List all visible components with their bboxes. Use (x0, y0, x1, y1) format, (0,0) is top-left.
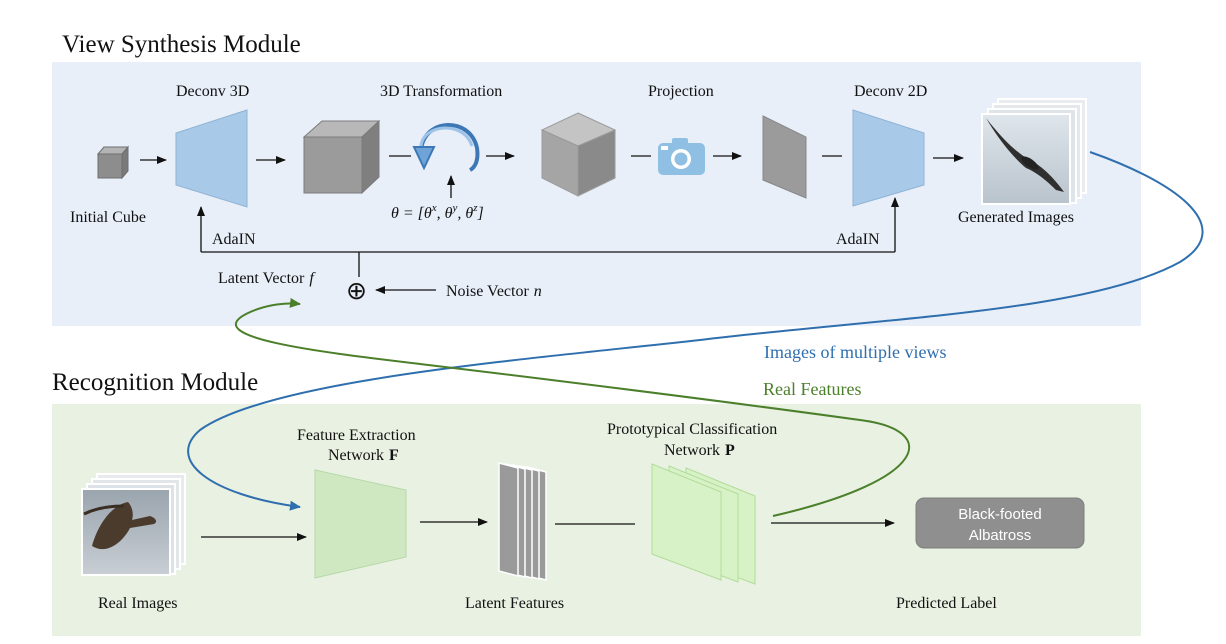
prototypical-label-line1: Prototypical Classification (607, 421, 777, 438)
theta-formula: θ = [θx, θy, θz] (391, 202, 484, 222)
deconv2d-label: Deconv 2D (854, 83, 927, 100)
theta-comma-2: , θ (457, 205, 473, 222)
real-images-stack (81, 473, 186, 576)
feature-extraction-block (314, 469, 407, 579)
oplus-symbol: ⊕ (346, 276, 367, 305)
predicted-label-caption: Predicted Label (896, 595, 997, 612)
theta-y: y (452, 202, 458, 214)
latent-vector-symbol: f (309, 270, 316, 287)
noise-vector-label: Noise Vector n (446, 283, 542, 300)
deconv3d-block (175, 109, 248, 208)
camera-icon (658, 138, 705, 175)
generated-bird-icon (986, 118, 1064, 192)
theta-z: z (472, 202, 478, 214)
multiple-views-curve (187, 151, 1204, 511)
noise-vector-symbol: n (534, 283, 542, 300)
recognition-title: Recognition Module (52, 369, 258, 396)
predicted-label-pill: Black-footed Albatross (915, 497, 1085, 549)
real-bird-icon (92, 502, 157, 550)
feature-extraction-label-line1: Feature Extraction (297, 427, 416, 444)
initial-cube-icon (96, 145, 130, 180)
transformed-cube-icon (540, 112, 617, 197)
prototypical-symbol: P (725, 442, 735, 459)
latent-vector-text: Latent Vector (218, 270, 305, 287)
rotation-icon (412, 123, 480, 172)
multiple-views-label: Images of multiple views (764, 342, 946, 362)
real-features-label: Real Features (763, 379, 861, 399)
feature-extraction-label-line2: Network F (328, 447, 399, 464)
theta-comma-1: , θ (437, 205, 453, 222)
predicted-label-line1: Black-footed (958, 506, 1041, 523)
noise-vector-text: Noise Vector (446, 283, 529, 300)
feature-extraction-symbol: F (389, 447, 399, 464)
transform3d-label: 3D Transformation (380, 83, 502, 100)
theta-prefix: θ = [θ (391, 205, 432, 222)
generated-images-label: Generated Images (958, 209, 1074, 226)
predicted-label-line2: Albatross (969, 527, 1032, 544)
prototypical-network-word: Network (664, 442, 720, 459)
view-synthesis-title: View Synthesis Module (62, 31, 301, 58)
feature-extraction-network-word: Network (328, 447, 384, 464)
feature-cube-icon (302, 119, 381, 195)
theta-suffix: ] (477, 205, 484, 222)
adain-right-label: AdaIN (836, 231, 880, 248)
adain-left-label: AdaIN (212, 231, 256, 248)
deconv2d-block (852, 109, 925, 207)
latent-features-stack (498, 462, 547, 581)
latent-features-label: Latent Features (465, 595, 564, 612)
projection-plane (762, 115, 807, 199)
prototypical-block-stack (651, 463, 756, 585)
generated-images-stack (981, 98, 1087, 205)
projection-label: Projection (648, 83, 714, 100)
prototypical-label-line2: Network P (664, 442, 735, 459)
real-images-label: Real Images (98, 595, 178, 612)
initial-cube-label: Initial Cube (70, 209, 146, 226)
theta-x: x (431, 202, 437, 214)
deconv3d-label: Deconv 3D (176, 83, 249, 100)
real-features-curve (235, 297, 911, 517)
